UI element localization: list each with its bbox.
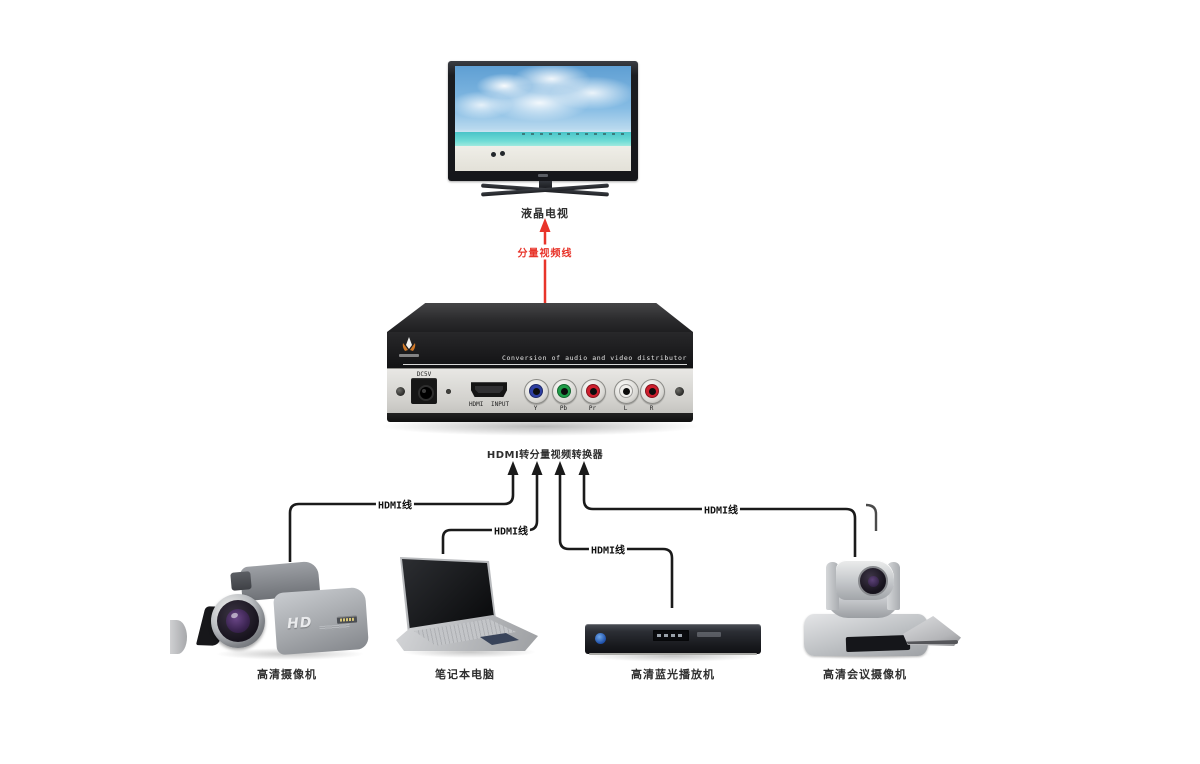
- conference-camera-label: 高清会议摄像机: [823, 668, 907, 681]
- camera-base-slot: [845, 634, 911, 653]
- tv-screen-sea: [455, 132, 631, 147]
- converter-top-face: [387, 303, 693, 332]
- component-jack-pr: [581, 379, 606, 404]
- jack-label: L: [623, 405, 628, 412]
- dc-power-jack: [411, 378, 437, 404]
- jack-label: Pr: [588, 405, 597, 412]
- hd-badge: HD: [286, 614, 313, 633]
- dc-power-hole: [418, 385, 434, 401]
- converter-tagline: Conversion of audio and video distributo…: [403, 354, 687, 365]
- arrow-up-icon: [507, 461, 519, 475]
- lens-glass: [226, 609, 250, 633]
- bluray-label: 高清蓝光播放机: [631, 668, 715, 681]
- jack-hole: [590, 388, 597, 395]
- jack-hole: [561, 388, 568, 395]
- brand-text: [399, 354, 419, 357]
- dc-power-label: DC5V: [416, 371, 432, 378]
- jack-label: R: [649, 405, 654, 412]
- camera-bracket-arm: [826, 562, 839, 610]
- beach-figure: [500, 151, 505, 156]
- hdmi-cable-label: HDMI线: [491, 522, 531, 538]
- partial-device-edge: [906, 640, 958, 644]
- tv-screen: [455, 66, 631, 171]
- converter-bottom: [387, 413, 693, 422]
- camera-bracket: [826, 596, 900, 618]
- screw-icon: [675, 387, 684, 396]
- power-led: [446, 389, 451, 394]
- bluray-chassis: [585, 624, 761, 654]
- dc-power-pin: [422, 389, 426, 393]
- jack-label: Pb: [559, 405, 568, 412]
- hdmi-slot: [475, 386, 503, 393]
- partial-device: [170, 620, 187, 654]
- tv-screen-clouds: [455, 66, 631, 138]
- hdmi-input-label: HDMI INPUT: [468, 401, 510, 408]
- hdmi-cable-label: HDMI线: [588, 541, 628, 557]
- tv-stand-neck: [539, 181, 552, 188]
- camcorder-logo-badge: [336, 615, 358, 624]
- partial-cable: [865, 503, 878, 531]
- bluray-base-edge: [589, 653, 757, 655]
- bluray-player: [583, 616, 763, 662]
- arrow-up-icon: [531, 461, 543, 475]
- audio-jack-left: [614, 379, 639, 404]
- camcorder: HD: [195, 558, 375, 660]
- bluray-logo-icon: [595, 633, 606, 644]
- converter-rear-panel: DC5V HDMI INPUT Y Pb Pr L R: [387, 368, 693, 414]
- laptop-label: 笔记本电脑: [435, 668, 495, 681]
- camcorder-body: HD: [272, 586, 370, 656]
- hdmi-cable-label: HDMI线: [701, 501, 741, 517]
- component-jack-y: [524, 379, 549, 404]
- bluray-brand-text: [697, 632, 721, 637]
- arrow-up-icon: [554, 461, 566, 475]
- hdmi-cable-camcorder: [288, 475, 515, 562]
- component-jack-pb: [552, 379, 577, 404]
- jack-label: Y: [533, 405, 538, 412]
- arrow-up-icon: [578, 461, 590, 475]
- hdmi-cable-laptop: [441, 475, 539, 554]
- audio-jack-right: [640, 379, 665, 404]
- tv-label: 液晶电视: [521, 207, 569, 220]
- camera-lens: [858, 566, 888, 596]
- screw-icon: [396, 387, 405, 396]
- beach-figure: [491, 152, 496, 157]
- hdmi-input-port: [471, 382, 507, 397]
- laptop: [392, 552, 542, 658]
- bluray-display: [653, 630, 689, 641]
- camcorder-detail-lines: [319, 624, 350, 631]
- hdmi-cable-label: HDMI线: [375, 496, 415, 512]
- camcorder-viewfinder: [230, 571, 252, 591]
- camcorder-label: 高清摄像机: [257, 668, 317, 681]
- jack-hole: [649, 388, 656, 395]
- converter-label: HDMI转分量视频转换器: [486, 450, 604, 461]
- jack-hole: [623, 388, 630, 395]
- camcorder-lens: [211, 594, 265, 648]
- converter-front-face: Conversion of audio and video distributo…: [387, 332, 693, 368]
- component-cable-label: 分量视频线: [514, 244, 576, 260]
- tv-screen-horizon: [521, 133, 624, 136]
- tv-logo: [538, 174, 548, 177]
- brand-logo-icon: [402, 337, 416, 351]
- lens-glass: [868, 576, 879, 587]
- jack-hole: [533, 388, 540, 395]
- tv-screen-beach: [455, 145, 631, 171]
- converter-shadow: [380, 420, 700, 436]
